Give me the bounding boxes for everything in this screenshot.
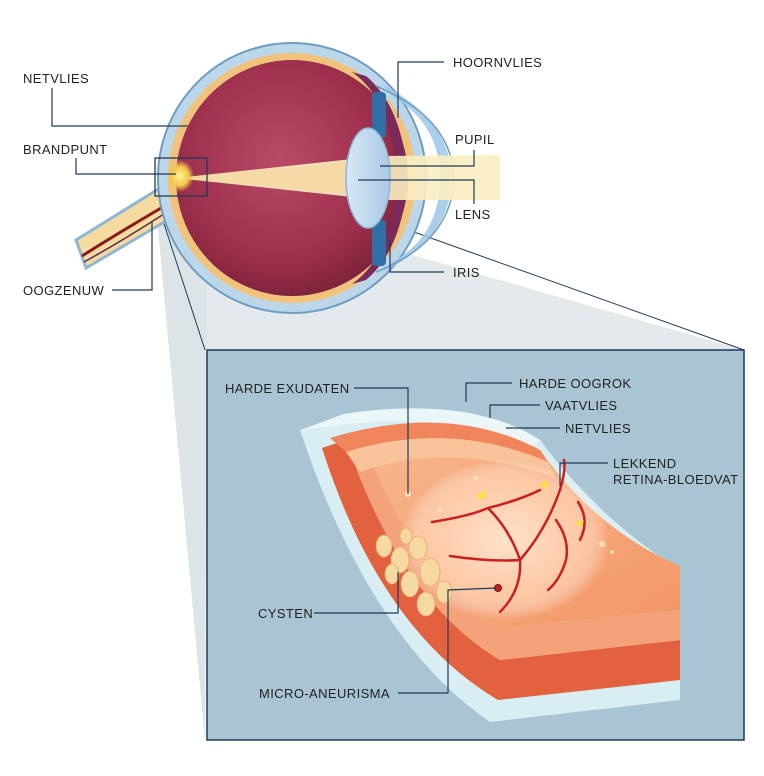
band-retina-top (346, 438, 556, 478)
cyst (416, 591, 436, 617)
vessel (546, 518, 569, 592)
label-lens: LENS (455, 207, 491, 222)
leader-micro-aneurisma (398, 587, 497, 694)
label-pupil: PUPIL (455, 132, 495, 147)
leader-vaatvlies (489, 404, 540, 418)
label-cysten: CYSTEN (258, 606, 313, 621)
retina-cross-section (300, 408, 680, 722)
iris-lower (372, 220, 386, 266)
label-oogzenuw: OOGZENUW (23, 283, 105, 298)
label-iris: IRIS (453, 265, 480, 280)
cysts (375, 527, 453, 617)
cornea (382, 84, 452, 272)
zoom-beam-shadow (155, 196, 207, 740)
exudate (473, 475, 479, 481)
label-harde-oogrok: HARDE OOGROK (519, 376, 631, 391)
band-choroid-top (330, 422, 548, 462)
leak-arrow (576, 520, 584, 528)
label-retina-bloedvat: RETINA-BLOEDVAT (613, 472, 738, 487)
leader-hoornvlies (397, 61, 444, 118)
label-micro-aneurisma: MICRO-ANEURISMA (259, 686, 390, 701)
leader-netvlies (51, 88, 188, 127)
leader-oogzenuw (112, 222, 153, 291)
eye (74, 42, 500, 314)
iris-upper (372, 92, 386, 138)
leader-lens (358, 179, 475, 204)
vessel (576, 500, 586, 542)
exudate (610, 550, 614, 554)
ciliary-body (352, 72, 408, 284)
band-sclera-top (302, 408, 540, 450)
cyst (375, 534, 393, 558)
vessel (448, 554, 522, 562)
zoom-beam (155, 196, 744, 740)
label-brandpunt: BRANDPUNT (23, 142, 108, 157)
leak-arrow (476, 490, 486, 500)
optic-nerve-vessel (81, 202, 169, 258)
label-lekkend: LEKKEND (613, 456, 677, 471)
exudate (599, 541, 605, 547)
lens (345, 127, 391, 229)
label-netvlies: NETVLIES (23, 71, 89, 86)
exudate (438, 508, 442, 512)
leader-harde-oogrok (465, 382, 512, 402)
label-harde-exudaten: HARDE EXUDATEN (225, 381, 350, 396)
cyst (435, 580, 453, 604)
focal-point (166, 160, 194, 192)
label-netvlies-detail: NETVLIES (565, 421, 631, 436)
leader-pupil (380, 150, 475, 167)
leak-arrow (540, 480, 548, 490)
leader-cysten (314, 572, 399, 614)
label-vaatvlies: VAATVLIES (545, 398, 617, 413)
label-hoornvlies: HOORNVLIES (453, 55, 542, 70)
leaking-vessels (430, 458, 586, 614)
cyst (408, 535, 428, 561)
leader-brandpunt (75, 158, 176, 175)
leader-harde-exudaten (354, 387, 409, 494)
leader-iris (389, 240, 444, 273)
optic-nerve-vessel-2 (83, 209, 171, 263)
cyst (419, 557, 441, 587)
cyst (399, 527, 413, 545)
vessel (518, 458, 566, 562)
zoom-box (154, 157, 208, 197)
light-beam-inner (176, 160, 380, 196)
cyst (384, 563, 400, 585)
leak-arrows (476, 480, 584, 528)
leader-lekkend (559, 462, 608, 486)
cyst (400, 570, 420, 598)
